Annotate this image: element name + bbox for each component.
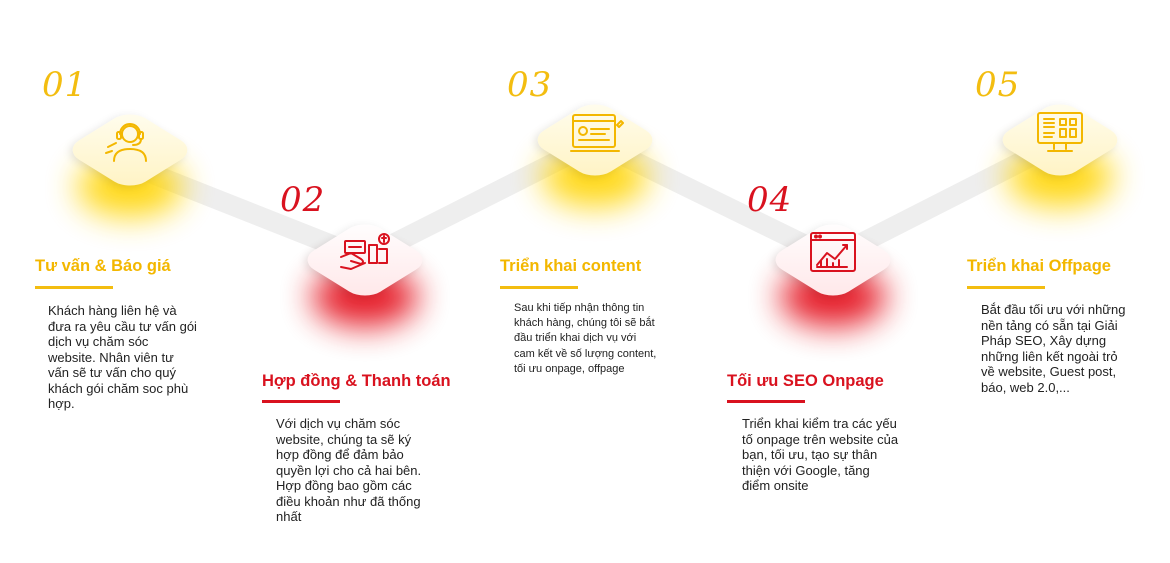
monitor-dashboard-icon (1037, 112, 1083, 152)
step-tile (758, 205, 908, 335)
content-writing-icon (570, 114, 624, 152)
support-agent-icon (105, 123, 147, 162)
step-number: 02 (280, 180, 326, 220)
step-title: Triển khai Offpage (967, 257, 1111, 275)
step-tile (520, 85, 670, 215)
title-underline (500, 286, 578, 289)
step-title: Hợp đồng & Thanh toán (262, 372, 451, 390)
step-description: Sau khi tiếp nhận thông tin khách hàng, … (514, 302, 657, 375)
title-underline (967, 286, 1045, 289)
handshake-payment-icon (340, 233, 390, 270)
step-tile (985, 85, 1135, 215)
step-number: 05 (975, 65, 1021, 105)
step-title: Triển khai content (500, 257, 642, 275)
title-underline (35, 286, 113, 289)
step-number: 01 (42, 65, 88, 105)
step-number: 03 (507, 65, 553, 105)
browser-analytics-icon (810, 232, 856, 272)
step-title: Tư vấn & Báo giá (35, 257, 171, 275)
step-tile (290, 205, 440, 335)
title-underline (262, 400, 340, 403)
step-description: Triển khai kiểm tra các yếu tố onpage tr… (742, 416, 899, 493)
step-description: Với dịch vụ chăm sóc website, chúng ta s… (276, 416, 422, 524)
step-number: 04 (747, 180, 793, 220)
step-description: Khách hàng liên hệ và đưa ra yêu cầu tư … (48, 303, 197, 411)
title-underline (727, 400, 805, 403)
step-title: Tối ưu SEO Onpage (727, 372, 884, 390)
step-tile (55, 95, 205, 225)
step-description: Bắt đầu tối ưu với những nền tảng có sẵn… (981, 302, 1126, 395)
